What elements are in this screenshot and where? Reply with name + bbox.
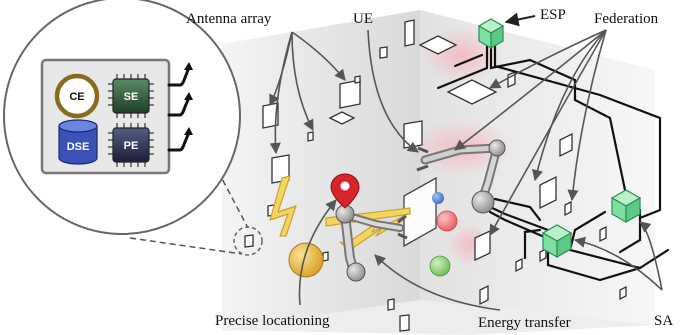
ris-tile (244, 234, 254, 248)
ris-tile (599, 225, 607, 243)
zoom-target-circle (233, 226, 263, 256)
reflecting-panel (403, 176, 437, 248)
ris-tile (339, 79, 361, 109)
federation-label: Federation (594, 11, 659, 27)
blue-sphere (432, 192, 444, 204)
arm-base (346, 262, 366, 282)
ris-tile (539, 175, 557, 210)
location-pin-icon (330, 173, 360, 209)
inset-antenna-icons (184, 62, 193, 135)
esp-cube-right (610, 189, 642, 224)
arm-base (471, 190, 495, 214)
ris-tile (479, 284, 489, 306)
ris-tile (515, 257, 523, 273)
green-sphere (429, 255, 451, 277)
ris-tile (564, 200, 572, 217)
ris-tile (387, 298, 395, 311)
dse-cylinder: DSE (58, 119, 98, 165)
left-wall (222, 10, 420, 330)
se-chip: SE (108, 74, 154, 118)
antenna-icon (184, 62, 193, 70)
esp-label: ESP (540, 7, 566, 23)
zoom-line-lower (129, 237, 243, 255)
ris-tile (446, 79, 498, 105)
ce-label: CE (69, 91, 84, 103)
sa-label: SA (654, 313, 674, 329)
ris-tile (354, 75, 361, 84)
red-sphere (436, 210, 458, 232)
pe-label: PE (124, 140, 139, 152)
ris-tile (322, 251, 329, 262)
ris-tile (379, 46, 388, 59)
dse-label: DSE (67, 141, 90, 153)
ris-tile (307, 131, 314, 142)
ris-tile (559, 132, 573, 158)
esp-arrow (504, 12, 536, 27)
antenna-icon (184, 127, 193, 135)
esp-cube-top (477, 18, 505, 50)
callout-arrows (269, 29, 663, 311)
ris-tile (418, 35, 458, 55)
ris-tile (404, 19, 415, 47)
inset-antenna-links (167, 68, 190, 152)
antenna-array-label: Antenna array (186, 11, 272, 27)
ris-tile (328, 111, 356, 125)
arm-joint (488, 139, 506, 157)
antenna-tiles-right (328, 35, 627, 306)
precise-locationing-label: Precise locationing (215, 313, 330, 329)
esp-cube-middle (541, 224, 573, 259)
ce-block: CE (54, 73, 100, 119)
ris-tile (474, 229, 491, 262)
energy-source-ball (288, 242, 324, 278)
robot-arm-lower (335, 204, 408, 282)
pe-chip: PE (108, 123, 154, 167)
ris-tile (619, 285, 627, 301)
floor (222, 300, 655, 335)
ue-label: UE (353, 11, 373, 27)
antenna-icon (184, 92, 193, 100)
se-label: SE (124, 91, 139, 103)
gripper (416, 146, 429, 172)
energy-transfer-label: Energy transfer (478, 315, 571, 331)
ris-tile (403, 120, 423, 149)
gripper (397, 214, 408, 240)
antenna-tiles-left (244, 19, 423, 332)
ris-tile (399, 314, 410, 332)
